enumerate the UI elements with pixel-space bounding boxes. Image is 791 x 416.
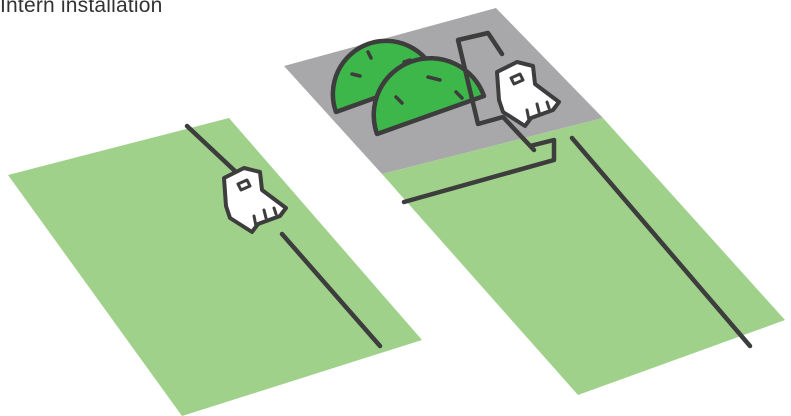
left-installation — [8, 118, 422, 416]
lawn-panel — [382, 118, 785, 395]
dome-shelter-icon — [371, 56, 487, 137]
right-installation — [284, 8, 785, 395]
lawn-panel — [8, 118, 422, 416]
caption: Intern installation — [0, 0, 163, 17]
boundary-wire — [569, 135, 753, 349]
boundary-wire — [401, 30, 557, 205]
boundary-wire — [184, 123, 383, 349]
